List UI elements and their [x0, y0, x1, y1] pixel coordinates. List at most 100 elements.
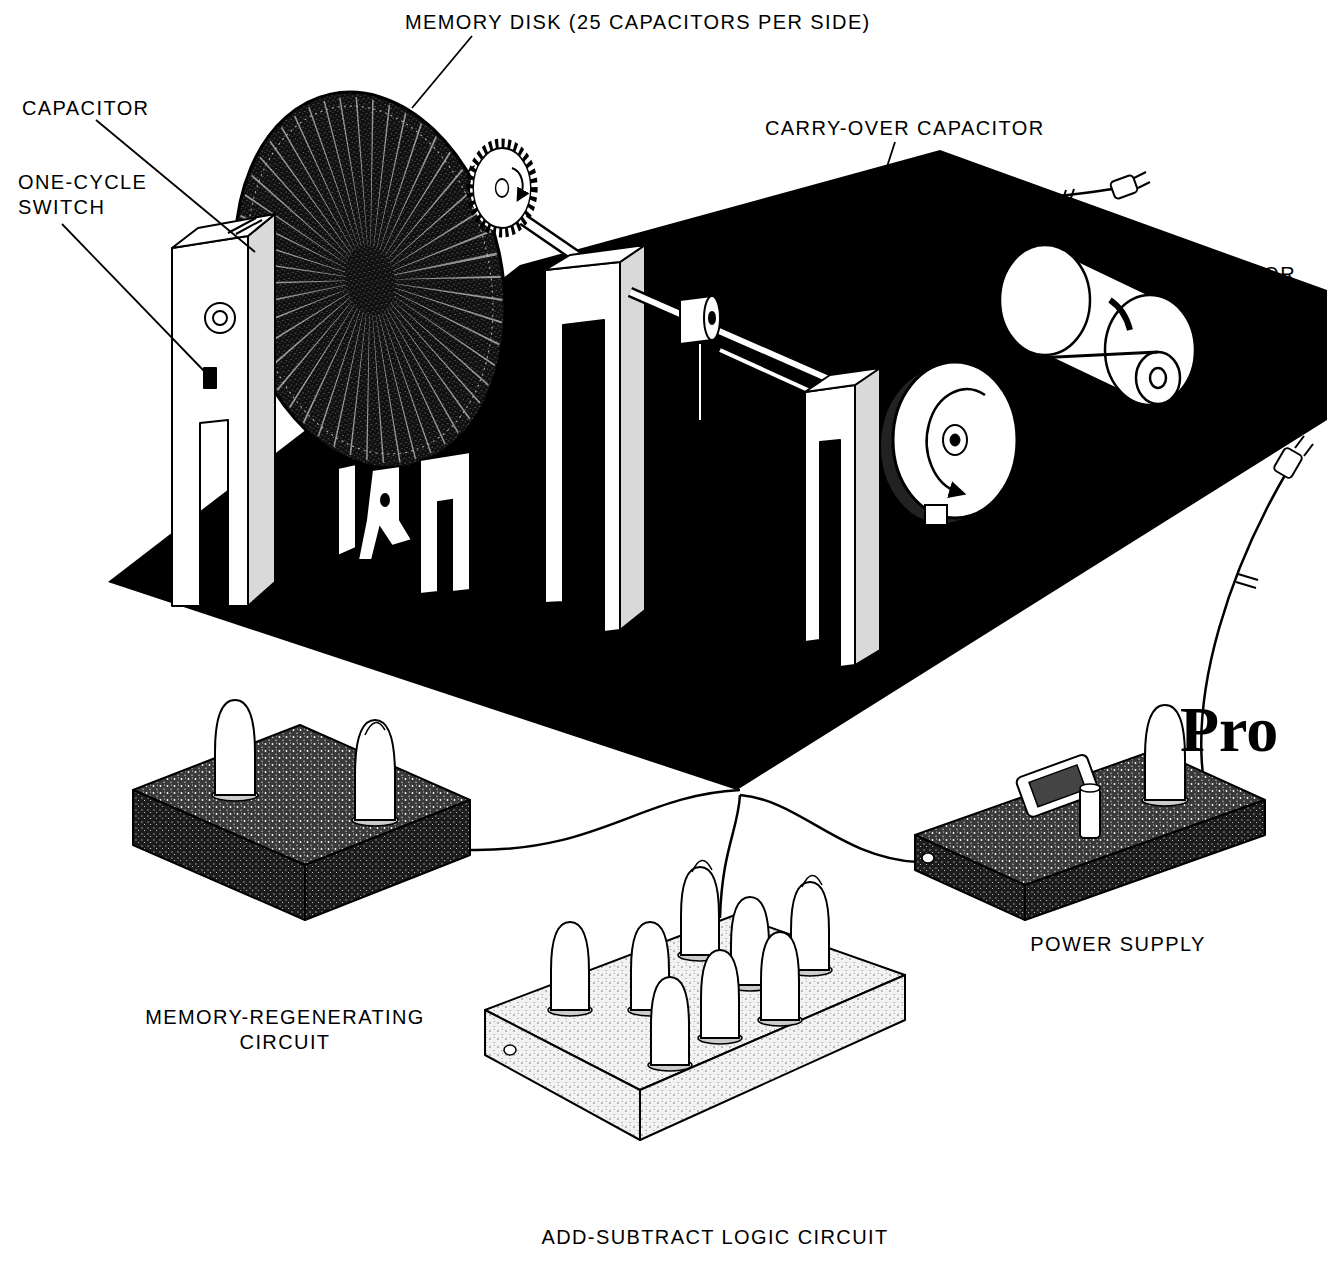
- bearing: [205, 303, 235, 333]
- wire: [740, 795, 918, 862]
- pulley-hub: [943, 425, 967, 455]
- break-mark: [1060, 190, 1066, 208]
- gear-teeth: [470, 144, 533, 232]
- filter-capacitor: [1080, 788, 1100, 838]
- wire: [470, 790, 740, 850]
- rotation-arrow: [927, 389, 985, 492]
- switch-knob: [504, 1045, 516, 1055]
- belt-line: [955, 352, 1158, 362]
- plug: [1110, 172, 1150, 200]
- stand-top: [172, 214, 275, 248]
- callout-label: MEMORY DISK (25 CAPACITORS PER SIDE): [405, 10, 1005, 35]
- grid-lead: [692, 860, 712, 872]
- transformer: [1015, 753, 1100, 838]
- contact-bracket: [338, 452, 470, 594]
- pulley-hub: [950, 434, 960, 446]
- plug-prong: [1134, 172, 1146, 178]
- stand-side: [248, 214, 275, 606]
- pulley-mount: [925, 505, 947, 525]
- grid-lead: [802, 875, 822, 887]
- part-label: POWER SUPPLY: [988, 932, 1248, 957]
- stand-side: [855, 368, 880, 665]
- chassis-outline: [480, 860, 910, 1260]
- break-mark: [1236, 582, 1256, 588]
- bracket-fork: [358, 466, 412, 560]
- circuit-chassis: ADD-SUBTRACT LOGIC CIRCUIT: [480, 860, 910, 1260]
- disk-capacitors: [272, 156, 468, 403]
- filter-capacitor-top: [1080, 784, 1100, 792]
- motor-pulley: [1136, 352, 1180, 404]
- chassis-face: [915, 835, 1025, 920]
- chassis-face: [485, 1010, 640, 1140]
- motor-pulley-hub: [1150, 368, 1166, 388]
- circuit-chassis: POWER SUPPLY: [910, 740, 1270, 970]
- stand-top: [545, 245, 645, 270]
- grid-lead: [365, 723, 385, 735]
- plug-prong: [1304, 444, 1313, 456]
- shaft: [630, 292, 840, 384]
- vacuum-tube: [215, 700, 255, 795]
- stand-front: [805, 385, 855, 667]
- vacuum-tube: [355, 720, 395, 820]
- capacitor-terminal: [709, 312, 715, 324]
- break-mark: [1238, 574, 1258, 580]
- drive-pulley: [880, 362, 1017, 525]
- part-label: ADD-SUBTRACT LOGIC CIRCUIT: [520, 1225, 910, 1250]
- part-label: MEMORY-REGENERATING CIRCUIT: [120, 1005, 450, 1055]
- gear-hub: [496, 179, 509, 197]
- vacuum-tubes: [548, 860, 832, 1071]
- shaft: [630, 292, 840, 384]
- motor-band: [1110, 300, 1130, 330]
- motor-back: [1000, 245, 1090, 355]
- callout-label: ONE-CYCLE SWITCH: [18, 170, 153, 220]
- capacitor-strips: [272, 156, 468, 403]
- chassis-face: [1025, 800, 1265, 920]
- bracket-post: [338, 464, 356, 556]
- plug: [1273, 436, 1313, 479]
- pulley-face: [893, 362, 1017, 518]
- carry-over-capacitor: [680, 296, 720, 420]
- vacuum-tube: [681, 867, 719, 955]
- switch-knob: [922, 853, 934, 863]
- left-stand: [172, 214, 275, 606]
- gear-body: [473, 148, 531, 228]
- stand-front: [172, 236, 248, 606]
- callout-label: CARRY-OVER CAPACITOR: [765, 116, 1095, 141]
- leader-line: [412, 36, 472, 108]
- callout-label: CAPACITOR: [22, 96, 222, 121]
- vacuum-tubes: [212, 700, 398, 826]
- vacuum-tube: [651, 977, 689, 1065]
- vacuum-tube: [1145, 705, 1185, 800]
- stand-front: [545, 262, 620, 632]
- bracket-stand: [420, 452, 470, 594]
- circuit-chassis: MEMORY-REGENERATING CIRCUIT: [110, 700, 480, 1080]
- plug-prong: [1295, 436, 1304, 448]
- plug-body: [1110, 174, 1139, 199]
- right-stand: [805, 368, 880, 667]
- plug-prong: [1138, 182, 1150, 188]
- stand-top: [805, 368, 880, 392]
- cord: [935, 188, 1118, 228]
- vacuum-tube: [701, 950, 739, 1038]
- capacitor-post: [698, 344, 703, 420]
- callout-label: DRIVE MOTOR: [1140, 262, 1327, 287]
- plug-body: [1273, 447, 1303, 480]
- vacuum-tube: [761, 932, 799, 1020]
- fragment-text: Pro: [1180, 690, 1327, 770]
- slot-line: [236, 220, 262, 234]
- one-cycle-switch: [204, 368, 216, 388]
- bearing: [213, 311, 227, 325]
- leader-lines: [62, 36, 895, 372]
- transformer-core: [1029, 765, 1086, 807]
- capacitor-post: [699, 344, 701, 420]
- leader-line: [62, 224, 205, 372]
- wire: [720, 795, 740, 918]
- capacitor-end: [704, 296, 720, 340]
- gear: [470, 144, 533, 232]
- contact: [381, 494, 389, 506]
- motor-front: [1105, 295, 1195, 405]
- chassis-face: [133, 790, 305, 920]
